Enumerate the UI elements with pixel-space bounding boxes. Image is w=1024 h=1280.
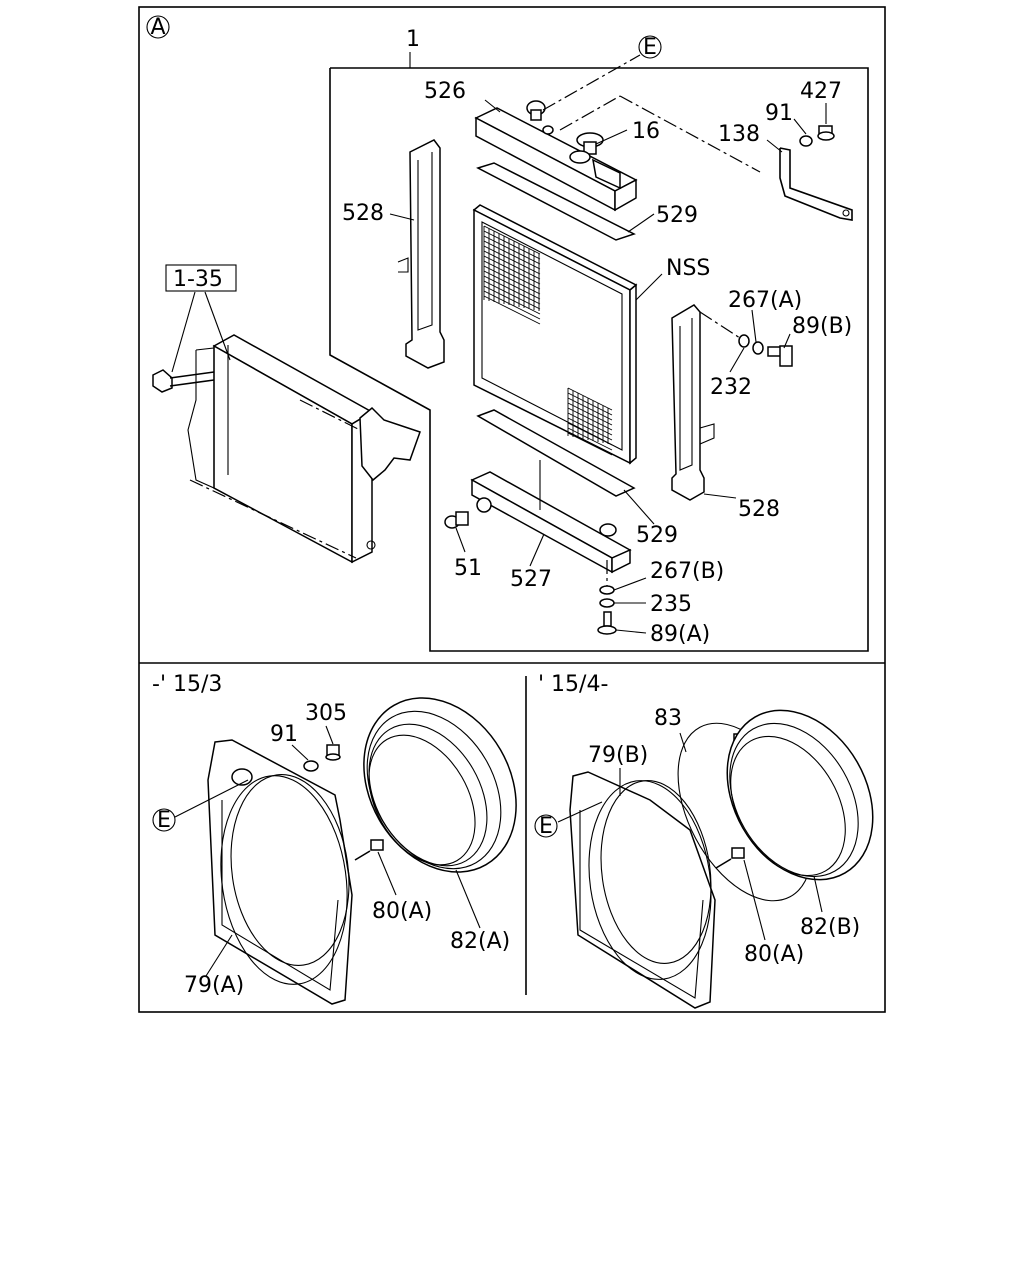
label-1: 1 <box>406 27 420 52</box>
label-89a: 89(A) <box>650 622 710 647</box>
callout-box-1-35 <box>165 264 237 292</box>
label-305: 305 <box>305 701 347 726</box>
bolt-427 <box>817 125 835 141</box>
side-bracket-528-right <box>671 304 715 501</box>
fan-shroud-79b <box>569 771 716 1009</box>
marker-e-left: E <box>152 808 176 833</box>
washer-91-bottom <box>303 760 319 772</box>
bolt-80a-right <box>715 847 745 869</box>
side-bracket-528-left <box>397 139 445 369</box>
label-526: 526 <box>424 79 466 104</box>
label-528-right: 528 <box>738 497 780 522</box>
label-80a-left: 80(A) <box>372 899 432 924</box>
bolt-80a-left <box>354 839 384 861</box>
label-section-left: -' 15/3 <box>152 672 222 697</box>
label-1-35: 1-35 <box>173 267 223 292</box>
label-267b: 267(B) <box>650 559 724 584</box>
radiator-assembly-external <box>187 334 421 564</box>
fan-ring-82b <box>726 709 874 881</box>
label-527: 527 <box>510 567 552 592</box>
label-79a: 79(A) <box>184 973 244 998</box>
seal-529-bottom <box>476 409 636 497</box>
label-529-top: 529 <box>656 203 698 228</box>
label-529-bottom: 529 <box>636 523 678 548</box>
label-427: 427 <box>800 79 842 104</box>
leader-lines <box>171 52 827 977</box>
label-91-top: 91 <box>765 101 793 126</box>
label-138: 138 <box>718 122 760 147</box>
section-marker-a: A <box>146 15 170 40</box>
seal-529-top <box>476 162 636 241</box>
label-91-bottom: 91 <box>270 722 298 747</box>
bracket-138 <box>779 147 853 221</box>
bushing-232 <box>738 334 750 348</box>
marker-e-right-text: E <box>539 814 553 839</box>
bolt-89a <box>597 611 617 635</box>
fan-shroud-79a <box>207 739 353 1005</box>
top-plug <box>526 100 546 121</box>
label-528-left: 528 <box>342 201 384 226</box>
washer-235 <box>599 598 615 608</box>
lower-tank-527 <box>470 471 632 574</box>
label-83: 83 <box>654 706 682 731</box>
small-fitting <box>542 125 554 135</box>
label-89b: 89(B) <box>792 314 852 339</box>
bolt-305 <box>325 744 341 761</box>
label-232: 232 <box>710 375 752 400</box>
label-nss: NSS <box>666 256 710 281</box>
marker-e-top-text: E <box>643 35 657 60</box>
fan-ring-82a <box>363 697 517 873</box>
marker-e-left-text: E <box>157 808 171 833</box>
bolt-1-35 <box>152 369 215 393</box>
callout-labels: 1 526 427 91 138 16 528 529 NSS 1-35 267… <box>152 27 860 998</box>
washer-267a <box>752 341 764 355</box>
label-79b: 79(B) <box>588 743 648 768</box>
label-82a: 82(A) <box>450 929 510 954</box>
label-16: 16 <box>632 119 660 144</box>
label-51: 51 <box>454 556 482 581</box>
assembly-box-outline <box>329 67 869 652</box>
washer-267b <box>599 585 615 595</box>
bolt-89b <box>767 345 793 367</box>
label-235: 235 <box>650 592 692 617</box>
section-marker-text: A <box>150 15 165 40</box>
marker-e-top: E <box>638 35 662 60</box>
outer-frame <box>138 6 886 1013</box>
drain-cock-51 <box>444 511 469 529</box>
marker-e-right: E <box>534 814 558 839</box>
label-80a-right: 80(A) <box>744 942 804 967</box>
label-section-right: ' 15/4- <box>538 672 608 697</box>
label-267a: 267(A) <box>728 288 802 313</box>
radiator-core-nss <box>472 204 638 465</box>
upper-tank-526 <box>474 107 638 212</box>
washer-91-top <box>799 135 813 147</box>
label-82b: 82(B) <box>800 915 860 940</box>
